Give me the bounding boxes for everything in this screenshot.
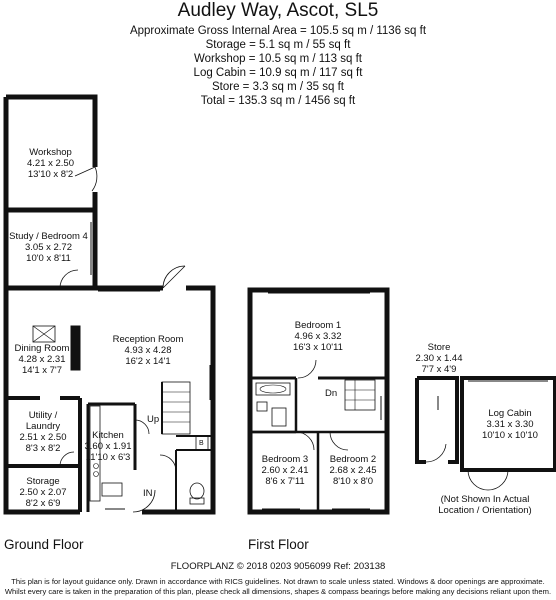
stairs-down-mark: Dn [325, 388, 338, 399]
room-dim-metric-reception: 4.93 x 4.28 [124, 345, 172, 356]
plan-title: Audley Way, Ascot, SL5 [177, 0, 379, 21]
room-name-reception: Reception Room [112, 334, 184, 345]
room-dim-metric-dining: 4.28 x 2.31 [18, 354, 66, 365]
room-dim-imperial-bedroom-3: 8'6 x 7'11 [265, 476, 305, 487]
room-dim-imperial-storage: 8'2 x 6'9 [25, 498, 61, 509]
room-name-utility-1: Utility / [28, 410, 58, 421]
room-name-kitchen: Kitchen [92, 430, 124, 441]
room-label-study: Study / Bedroom 4 3.05 x 2.72 10'0 x 8'1… [6, 231, 91, 264]
area-line-total: Total = 135.3 sq m / 1456 sq ft [200, 95, 356, 107]
ground-floor-plan [3, 94, 216, 515]
outbuilding-note-line-2: Location / Orientation) [438, 505, 532, 516]
room-name-study: Study / Bedroom 4 [9, 231, 88, 242]
area-line-store: Store = 3.3 sq m / 35 sq ft [212, 81, 344, 93]
room-dim-metric-bedroom-3: 2.60 x 2.41 [261, 465, 309, 476]
room-dim-metric-store: 2.30 x 1.44 [415, 353, 463, 364]
room-dim-metric-kitchen: 3.60 x 1.91 [84, 441, 132, 452]
footer-disclaimer-1: This plan is for layout guidance only. D… [11, 577, 545, 586]
area-line-storage: Storage = 5.1 sq m / 55 sq ft [205, 39, 351, 51]
area-line-workshop: Workshop = 10.5 sq m / 113 sq ft [193, 53, 362, 65]
footer-credit: FLOORPLANZ © 2018 0203 9056099 Ref: 2031… [170, 561, 386, 572]
first-floor-plan [247, 287, 390, 515]
room-dim-metric-workshop: 4.21 x 2.50 [26, 158, 74, 169]
room-label-workshop: Workshop 4.21 x 2.50 13'10 x 8'2 [6, 147, 95, 180]
room-dim-imperial-utility: 8'3 x 8'2 [25, 443, 61, 454]
room-dim-imperial-log-cabin: 10'10 x 10'10 [482, 430, 538, 441]
room-name-workshop: Workshop [29, 147, 72, 158]
room-dim-imperial-bedroom-2: 8'10 x 8'0 [332, 476, 374, 487]
room-label-log-cabin: Log Cabin 3.31 x 3.30 10'10 x 10'10 [472, 408, 548, 441]
room-name-store: Store [427, 342, 451, 353]
footer-disclaimer-2: Whilst every care is taken in the prepar… [4, 587, 552, 596]
room-dim-metric-bedroom-2: 2.68 x 2.45 [329, 465, 377, 476]
stairs-up-mark: Up [147, 414, 160, 425]
first-floor-label: First Floor [248, 537, 309, 552]
log-cabin-plan [460, 376, 556, 491]
room-label-utility: Utility / Laundry 2.51 x 2.50 8'3 x 8'2 [6, 410, 80, 454]
room-name-utility-2: Laundry [25, 421, 61, 432]
room-dim-imperial-kitchen: 11'10 x 6'3 [85, 452, 131, 463]
area-line-log-cabin: Log Cabin = 10.9 sq m / 117 sq ft [193, 67, 363, 79]
room-dim-metric-utility: 2.51 x 2.50 [19, 432, 67, 443]
room-name-bedroom-1: Bedroom 1 [294, 320, 342, 331]
room-label-kitchen: Kitchen 3.60 x 1.91 11'10 x 6'3 [82, 430, 134, 463]
room-label-store: Store 2.30 x 1.44 7'7 x 4'9 [412, 342, 466, 375]
room-dim-imperial-reception: 16'2 x 14'1 [125, 356, 171, 367]
room-dim-imperial-bedroom-1: 16'3 x 10'11 [293, 342, 343, 353]
store-plan [415, 376, 459, 464]
room-name-bedroom-3: Bedroom 3 [261, 454, 309, 465]
outbuilding-note: (Not Shown In Actual Location / Orientat… [414, 494, 556, 516]
room-label-reception: Reception Room 4.93 x 4.28 16'2 x 14'1 [96, 334, 200, 367]
ground-floor-label: Ground Floor [4, 537, 84, 552]
entrance-mark: IN [143, 488, 153, 499]
room-name-bedroom-2: Bedroom 2 [329, 454, 377, 465]
study-walls [3, 210, 98, 291]
area-line-gia: Approximate Gross Internal Area = 105.5 … [129, 25, 427, 37]
room-dim-metric-storage: 2.50 x 2.07 [19, 487, 67, 498]
room-label-storage: Storage 2.50 x 2.07 8'2 x 6'9 [6, 476, 80, 509]
room-dim-metric-bedroom-1: 4.96 x 3.32 [294, 331, 342, 342]
room-label-bedroom-3: Bedroom 3 2.60 x 2.41 8'6 x 7'11 [252, 454, 318, 487]
boiler-mark: B [199, 440, 204, 447]
room-dim-imperial-workshop: 13'10 x 8'2 [27, 169, 74, 180]
workshop-walls [3, 94, 98, 213]
room-dim-imperial-store: 7'7 x 4'9 [421, 364, 457, 375]
room-dim-imperial-study: 10'0 x 8'11 [26, 253, 71, 264]
room-label-bedroom-2: Bedroom 2 2.68 x 2.45 8'10 x 8'0 [320, 454, 386, 487]
room-label-bedroom-1: Bedroom 1 4.96 x 3.32 16'3 x 10'11 [268, 320, 368, 353]
room-name-dining: Dining Room [14, 343, 70, 354]
ground-main-walls [3, 265, 216, 515]
room-name-storage: Storage [26, 476, 60, 487]
room-label-dining: Dining Room 4.28 x 2.31 14'1 x 7'7 [8, 343, 76, 376]
room-dim-metric-log-cabin: 3.31 x 3.30 [486, 419, 534, 430]
room-name-log-cabin: Log Cabin [488, 408, 532, 419]
room-dim-metric-study: 3.05 x 2.72 [24, 242, 72, 253]
room-dim-imperial-dining: 14'1 x 7'7 [21, 365, 63, 376]
outbuilding-note-line-1: (Not Shown In Actual [440, 494, 530, 505]
